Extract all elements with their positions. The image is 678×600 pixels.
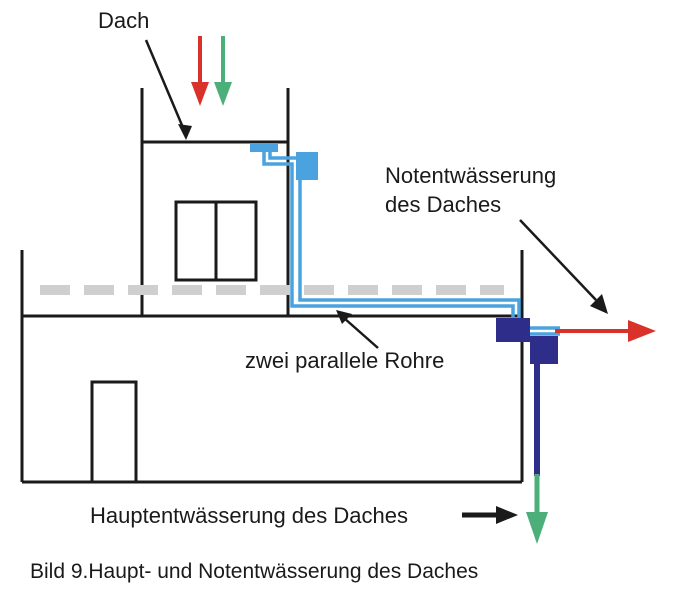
upper-downpipe-box [296, 152, 318, 180]
roof-pointer [144, 39, 186, 131]
main-drain-pointer-head [496, 506, 518, 524]
main-drainage-label: Hauptentwässerung des Daches [90, 503, 408, 528]
door [90, 380, 138, 484]
emergency-drainage-label-line1: Notentwässerung [385, 163, 556, 188]
parallel-pipes-pointer [343, 317, 379, 349]
parallel-pipes-pointer-head [336, 310, 352, 324]
emergency-pointer [519, 219, 597, 301]
upper-gutter-box [250, 143, 278, 152]
main-drain-box-upper [496, 318, 530, 342]
main-drain-box-lower [530, 336, 558, 364]
main-drain-pointer [462, 506, 518, 524]
emergency-flow-arrow [555, 320, 656, 342]
roof-pointer-head [178, 124, 192, 140]
parallel-pipes-label: zwei parallele Rohre [245, 348, 444, 373]
emergency-pointer-head [590, 294, 608, 314]
green-down-arrowhead [214, 82, 232, 106]
rain-flow-arrows [191, 36, 232, 106]
roof-label: Dach [98, 8, 149, 33]
red-right-arrowhead [628, 320, 656, 342]
window [174, 200, 258, 282]
green-outflow-arrowhead [526, 512, 548, 544]
pointer-lines [144, 39, 608, 349]
emergency-drainage-label-line2: des Daches [385, 192, 501, 217]
figure-caption: Bild 9.Haupt- und Notentwässerung des Da… [30, 560, 478, 583]
main-flow-arrow [526, 474, 548, 544]
red-down-arrowhead [191, 82, 209, 106]
